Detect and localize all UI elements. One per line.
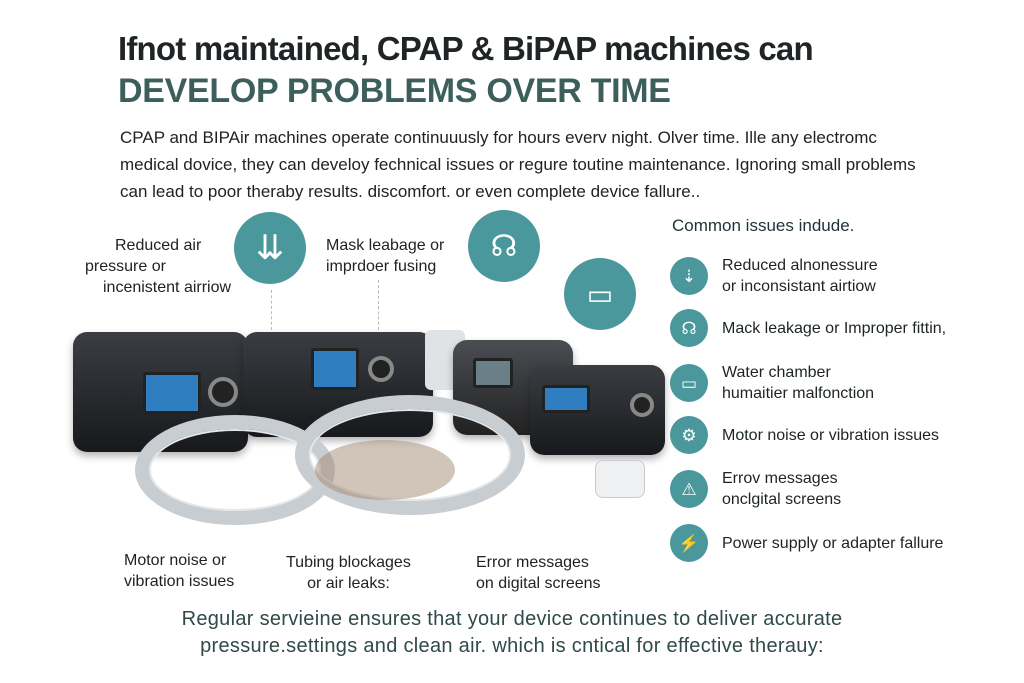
callout-line: on digital screens bbox=[476, 575, 601, 592]
power-adapter bbox=[595, 460, 645, 498]
issue-text: Power supply or adapter fallure bbox=[722, 534, 944, 552]
issue-text: Motor noise or vibration issues bbox=[722, 426, 939, 444]
callout-line: incenistent airriow bbox=[103, 279, 232, 296]
intro-paragraph: CPAP and BIPAir machines operate continu… bbox=[120, 128, 916, 201]
callout-line: Motor noise or bbox=[124, 552, 227, 569]
issue-text: Reduced alnonessure bbox=[722, 257, 878, 274]
machine-screen bbox=[473, 358, 513, 388]
footer-line: Regular servieine ensures that your devi… bbox=[181, 608, 843, 630]
connector-line bbox=[271, 290, 272, 330]
mask-icon: ☊ bbox=[670, 309, 708, 347]
issue-item: ⇣ Reduced alnonessure or inconsistant airt… bbox=[670, 255, 1000, 297]
callout-reduced-air: Reduced air pressure or incenistent airr… bbox=[85, 235, 235, 298]
callout-line: imprdoer fusing bbox=[326, 258, 437, 275]
footer-line: pressure.settings and clean air. which i… bbox=[200, 635, 824, 657]
footer-message: Regular servieine ensures that your devi… bbox=[0, 606, 1024, 660]
title-line-2: DEVELOP PROBLEMS OVER TIME bbox=[118, 72, 671, 110]
issue-item: ⚡ Power supply or adapter fallure bbox=[670, 524, 1000, 562]
machine-knob bbox=[630, 393, 654, 417]
callout-error-messages: Error messages on digital screens bbox=[476, 552, 601, 594]
machine-screen bbox=[143, 372, 201, 414]
callout-line: Mask leabage or bbox=[326, 237, 445, 254]
issue-item: ☊ Mack leakage or Improper fittin, bbox=[670, 309, 1000, 347]
callout-line: vibration issues bbox=[124, 573, 235, 590]
issue-text: Mack leakage or Improper fittin, bbox=[722, 319, 947, 337]
issue-text: Errov messages bbox=[722, 470, 838, 487]
callout-line: Tubing blockages bbox=[286, 554, 411, 571]
callout-line: Reduced air bbox=[115, 237, 202, 254]
callout-line: Error messages bbox=[476, 554, 589, 571]
machine-knob bbox=[208, 377, 238, 407]
issue-item: ⚙ Motor noise or vibration issues bbox=[670, 416, 1000, 454]
mask-icon: ☊ bbox=[468, 210, 540, 282]
issue-text: Water chamber bbox=[722, 364, 831, 381]
cpap-machines-illustration bbox=[65, 300, 665, 550]
mask-cushion bbox=[315, 440, 455, 500]
callout-line: pressure or bbox=[85, 258, 166, 275]
machine-screen bbox=[542, 385, 590, 413]
common-issues-heading: Common issues indude. bbox=[672, 216, 855, 235]
callout-tubing: Tubing blockages or air leaks: bbox=[286, 552, 411, 594]
callout-line: or air leaks: bbox=[307, 575, 390, 592]
machine-4 bbox=[530, 365, 665, 455]
machine-screen bbox=[311, 348, 359, 390]
issue-item: ⚠ Errov messages onclgital screens bbox=[670, 468, 1000, 510]
issue-item: ▭ Water chamber humaitier malfonction bbox=[670, 362, 1000, 404]
machine-knob bbox=[368, 356, 394, 382]
issue-text: onclgital screens bbox=[722, 491, 842, 508]
issue-text: or inconsistant airtiow bbox=[722, 278, 876, 295]
power-plug-icon: ⚡ bbox=[670, 524, 708, 562]
airflow-down-icon: ⇊ bbox=[234, 212, 306, 284]
water-chamber-icon: ▭ bbox=[670, 364, 708, 402]
callout-motor-noise: Motor noise or vibration issues bbox=[124, 550, 234, 592]
connector-line bbox=[378, 280, 379, 330]
warning-icon: ⚠ bbox=[670, 470, 708, 508]
callout-mask-leakage: Mask leabage or imprdoer fusing bbox=[326, 235, 444, 277]
airflow-icon: ⇣ bbox=[670, 257, 708, 295]
motor-icon: ⚙ bbox=[670, 416, 708, 454]
title-line-1: Ifnot maintained, CPAP & BiPAP machines … bbox=[118, 30, 814, 67]
issue-text: humaitier malfonction bbox=[722, 385, 875, 402]
humidifier-icon: ▭ bbox=[564, 258, 636, 330]
